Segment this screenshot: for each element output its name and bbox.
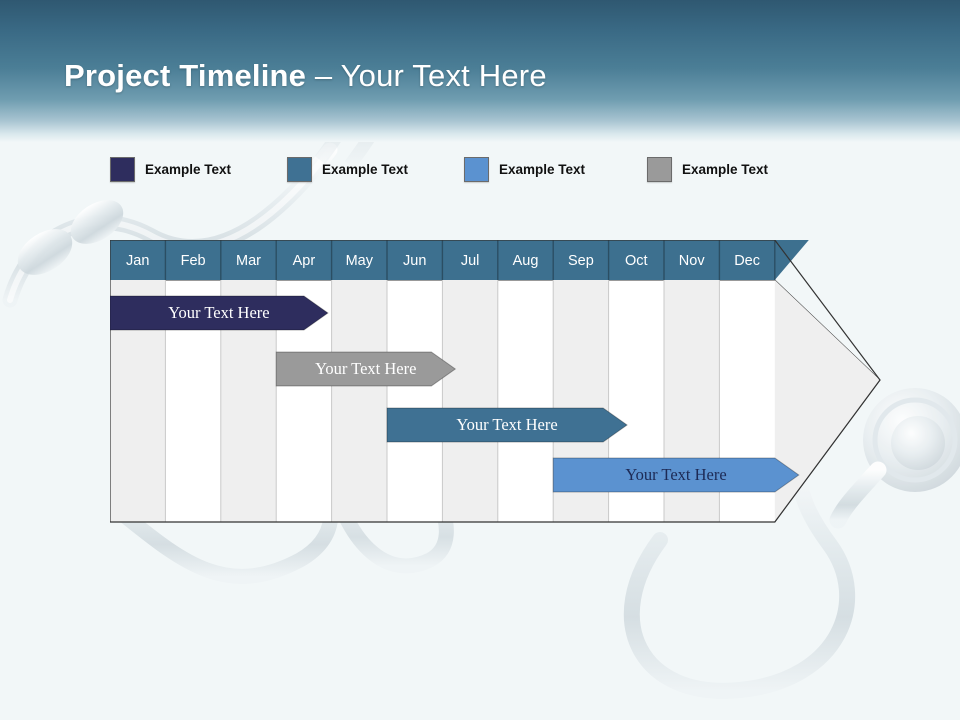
month-header-jan: Jan xyxy=(126,253,149,269)
legend-item-3[interactable]: Example Text xyxy=(464,156,586,182)
month-header-apr: Apr xyxy=(293,253,316,269)
timeline-bar-label: Your Text Here xyxy=(625,465,726,484)
page-title-light: – Your Text Here xyxy=(306,58,547,93)
legend-item-2[interactable]: Example Text xyxy=(287,156,409,182)
legend-item-label: Example Text xyxy=(145,161,232,177)
month-header-aug: Aug xyxy=(513,253,539,269)
timeline-bar-4[interactable]: Your Text Here xyxy=(552,457,800,493)
month-header-nov: Nov xyxy=(679,253,706,269)
timeline-bar-label: Your Text Here xyxy=(168,303,269,322)
page-title-bold: Project Timeline xyxy=(64,58,307,93)
legend-item-1[interactable]: Example Text xyxy=(110,156,232,182)
timeline-bar-2[interactable]: Your Text Here xyxy=(275,351,457,387)
legend-item-label: Example Text xyxy=(682,161,769,177)
timeline-bar-label: Your Text Here xyxy=(456,415,557,434)
timeline-chart-svg: Jan Feb Mar Apr May Jun Jul Aug Sep Oct Nov DecYour… xyxy=(110,240,881,523)
month-header-oct: Oct xyxy=(625,253,648,269)
column-stripe-jul xyxy=(442,280,498,522)
month-header-jul: Jul xyxy=(461,253,480,269)
timeline-bar-3[interactable]: Your Text Here xyxy=(386,407,628,443)
month-header-jun: Jun xyxy=(403,253,426,269)
month-header-mar: Mar xyxy=(236,253,261,269)
column-stripe-may xyxy=(331,280,387,522)
month-header-sep: Sep xyxy=(568,253,594,269)
month-header-feb: Feb xyxy=(181,253,206,269)
legend-swatch-icon xyxy=(464,156,489,182)
timeline-bar-label: Your Text Here xyxy=(315,359,416,378)
month-header-dec: Dec xyxy=(734,253,760,269)
month-header-may: May xyxy=(346,253,374,269)
page-title: Project Timeline – Your Text Here xyxy=(64,58,547,94)
legend-swatch-icon xyxy=(287,156,312,182)
legend-swatch-icon xyxy=(110,156,135,182)
legend-item-4[interactable]: Example Text xyxy=(647,156,769,182)
legend-swatch-icon xyxy=(647,156,672,182)
legend-item-label: Example Text xyxy=(499,161,586,177)
legend-item-label: Example Text xyxy=(322,161,409,177)
timeline-bar-1[interactable]: Your Text Here xyxy=(110,295,329,331)
